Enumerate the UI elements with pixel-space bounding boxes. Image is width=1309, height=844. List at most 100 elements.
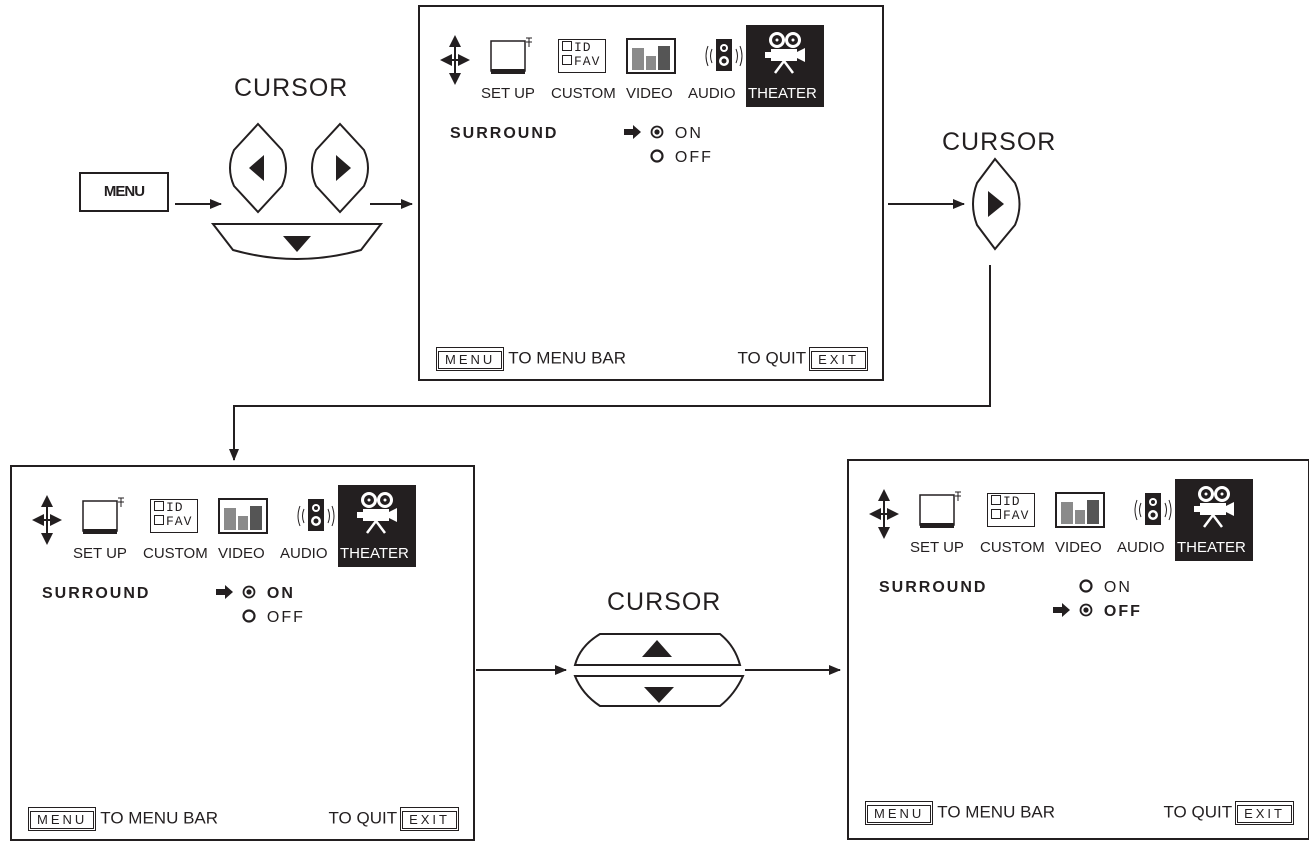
tab-custom-label[interactable]: CUSTOM	[143, 545, 208, 562]
menu-bar-text: TO MENU BAR	[100, 808, 219, 828]
radio-on-icon	[1079, 579, 1097, 596]
movie-camera-icon	[1194, 486, 1234, 528]
tab-video-label[interactable]: VIDEO	[1055, 539, 1102, 556]
tab-theater[interactable]: THEATER	[746, 25, 824, 107]
tab-theater[interactable]: THEATER	[1175, 479, 1253, 561]
option-on[interactable]: ON	[216, 585, 295, 603]
tab-setup-label[interactable]: SET UP	[481, 85, 535, 102]
tab-video-label[interactable]: VIDEO	[218, 545, 265, 562]
quit-text: TO QUIT	[737, 348, 807, 368]
movie-camera-icon	[765, 32, 805, 74]
tab-audio-label[interactable]: AUDIO	[280, 545, 328, 562]
arrow-cursor-to-screen2	[229, 265, 991, 461]
cursor-down-key[interactable]	[210, 223, 384, 260]
option-on-label: ON	[674, 125, 703, 142]
navigation-arrows-icon	[869, 489, 899, 539]
option-on[interactable]: ON	[624, 125, 703, 143]
selection-arrow-icon	[1053, 603, 1073, 621]
custom-icon-fav-text: FAV	[166, 514, 193, 529]
surround-label: SURROUND	[42, 585, 151, 602]
cursor-right-key-2[interactable]	[972, 157, 1021, 251]
video-bars-icon	[218, 498, 268, 534]
tab-theater[interactable]: THEATER	[338, 485, 416, 567]
menu-button[interactable]: MENU	[79, 172, 169, 212]
custom-icon: ID FAV	[987, 493, 1035, 527]
custom-icon-fav-text: FAV	[1003, 508, 1030, 523]
tab-theater-label: THEATER	[1177, 539, 1246, 556]
option-off[interactable]: OFF	[624, 149, 713, 167]
tab-audio-label[interactable]: AUDIO	[1117, 539, 1165, 556]
custom-icon-fav-text: FAV	[574, 54, 601, 69]
tab-setup-label[interactable]: SET UP	[73, 545, 127, 562]
exit-key[interactable]: EXIT	[400, 807, 459, 831]
audio-speaker-icon	[1134, 493, 1172, 525]
video-bars-icon	[1055, 492, 1105, 528]
option-on[interactable]: ON	[1053, 579, 1132, 597]
audio-speaker-icon	[297, 499, 335, 531]
tab-theater-label: THEATER	[748, 85, 817, 102]
cursor-label-2: CURSOR	[942, 128, 1057, 156]
menu-key-label: MENU	[30, 811, 95, 829]
menu-key[interactable]: MENU	[28, 807, 97, 831]
custom-icon-id-text: ID	[166, 500, 184, 515]
selection-arrow-icon	[624, 125, 644, 143]
movie-camera-icon	[357, 492, 397, 534]
radio-off-icon	[1079, 603, 1097, 620]
option-off[interactable]: OFF	[216, 609, 305, 627]
osd-screen-3: ID FAV THEATER SET U	[847, 459, 1309, 840]
surround-label: SURROUND	[450, 125, 559, 142]
tab-audio-label[interactable]: AUDIO	[688, 85, 736, 102]
exit-key-label: EXIT	[811, 351, 866, 369]
exit-key-label: EXIT	[402, 811, 457, 829]
exit-key[interactable]: EXIT	[809, 347, 868, 371]
radio-on-icon	[242, 585, 260, 602]
exit-key-label: EXIT	[1237, 805, 1292, 823]
surround-label: SURROUND	[879, 579, 988, 596]
option-off[interactable]: OFF	[1053, 603, 1142, 621]
option-on-label: ON	[266, 585, 295, 602]
cursor-label-3: CURSOR	[607, 588, 722, 616]
exit-key[interactable]: EXIT	[1235, 801, 1294, 825]
option-off-label: OFF	[266, 609, 305, 626]
osd-screen-2: ID FAV THEATER SET U	[10, 465, 475, 841]
cursor-right-key[interactable]	[311, 122, 369, 214]
option-on-label: ON	[1103, 579, 1132, 596]
option-off-label: OFF	[674, 149, 713, 166]
tab-setup-label[interactable]: SET UP	[910, 539, 964, 556]
tab-custom-label[interactable]: CUSTOM	[551, 85, 616, 102]
cursor-down-key-2[interactable]	[573, 675, 745, 707]
tab-video-label[interactable]: VIDEO	[626, 85, 673, 102]
custom-icon-id-text: ID	[1003, 494, 1021, 509]
cursor-label-1: CURSOR	[234, 74, 349, 102]
radio-off-icon	[650, 149, 668, 166]
option-off-label: OFF	[1103, 603, 1142, 620]
custom-icon: ID FAV	[150, 499, 198, 533]
video-bars-icon	[626, 38, 676, 74]
tab-custom-label[interactable]: CUSTOM	[980, 539, 1045, 556]
menu-key[interactable]: MENU	[436, 347, 505, 371]
radio-off-icon	[242, 609, 260, 626]
quit-text: TO QUIT	[1163, 802, 1233, 822]
menu-key[interactable]: MENU	[865, 801, 934, 825]
tab-theater-label: THEATER	[340, 545, 409, 562]
navigation-arrows-icon	[440, 35, 470, 85]
menu-key-label: MENU	[867, 805, 932, 823]
radio-on-icon	[650, 125, 668, 142]
menu-key-label: MENU	[438, 351, 503, 369]
selection-arrow-icon	[216, 585, 236, 603]
setup-tv-icon	[919, 491, 961, 528]
cursor-left-key[interactable]	[229, 122, 287, 214]
osd-screen-1: ID FAV THEATER SET U	[418, 5, 884, 381]
cursor-up-key[interactable]	[573, 633, 742, 666]
custom-icon: ID FAV	[558, 39, 606, 73]
quit-text: TO QUIT	[328, 808, 398, 828]
audio-speaker-icon	[705, 39, 743, 71]
footer-menu-hint: MENU TO MENU BAR	[28, 807, 218, 831]
setup-tv-icon	[82, 497, 124, 534]
menu-bar-text: TO MENU BAR	[937, 802, 1056, 822]
custom-icon-id-text: ID	[574, 40, 592, 55]
